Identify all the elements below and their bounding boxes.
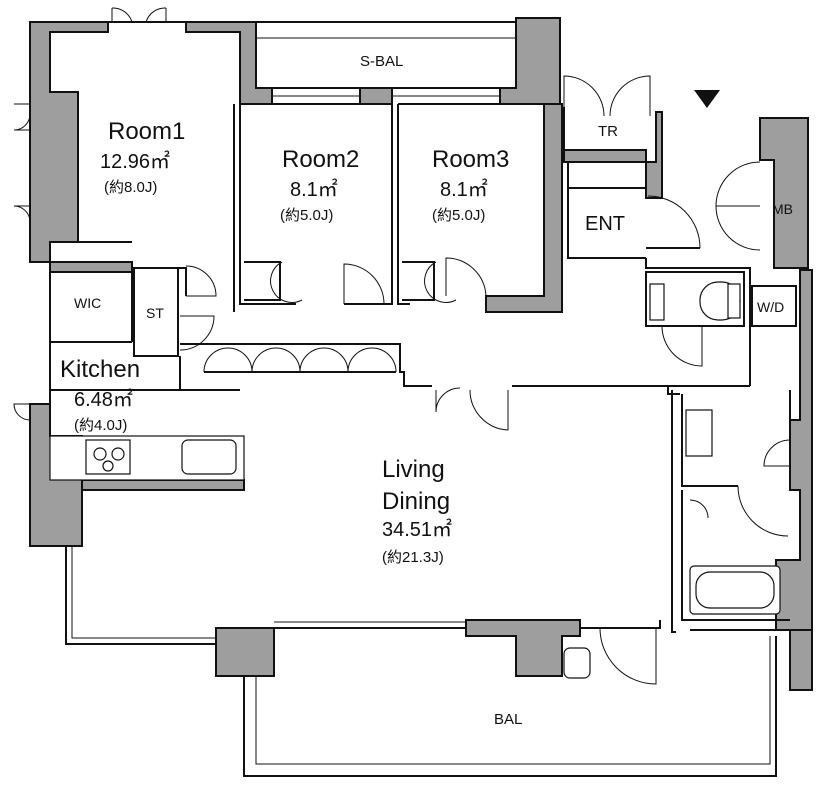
living-jo: (約21.3J) <box>382 549 444 566</box>
entrance-marker-icon <box>694 90 720 108</box>
fixtures <box>49 281 781 679</box>
room3-area: 8.1㎡ <box>440 179 488 201</box>
room2-area: 8.1㎡ <box>290 179 338 201</box>
living-name-line2: Dining <box>382 488 451 515</box>
kitchen-name: Kitchen <box>60 356 141 383</box>
wall-room3-right <box>485 103 563 313</box>
st-label: ST <box>146 305 164 321</box>
doors <box>13 7 791 685</box>
wall-bath-right-pillar <box>789 629 813 691</box>
room1-name: Room1 <box>108 118 186 145</box>
wall-tr <box>561 107 663 199</box>
room2-jo: (約5.0J) <box>280 207 334 224</box>
wic-label: WIC <box>74 295 102 311</box>
partitions <box>49 21 797 777</box>
wall-bottom-left-pillar <box>215 627 275 677</box>
ent-label: ENT <box>585 213 625 235</box>
wall-wic-top <box>49 261 133 273</box>
living-area: 34.51㎡ <box>382 519 453 541</box>
mb-label: MB <box>772 201 793 217</box>
structural-walls <box>29 17 813 691</box>
room1-area: 12.96㎡ <box>100 151 171 173</box>
tr-label: TR <box>598 123 618 140</box>
wall-sbal-right <box>499 17 561 105</box>
room2-name: Room2 <box>282 146 360 173</box>
outdoor-unit <box>563 647 591 679</box>
room3-name: Room3 <box>432 146 510 173</box>
wall-right-column <box>759 117 809 269</box>
s-bal-label: S-BAL <box>360 53 404 70</box>
wall-top-left <box>29 21 109 263</box>
room3-jo: (約5.0J) <box>432 207 486 224</box>
washbasin <box>685 409 713 457</box>
wall-right-bath <box>775 269 813 691</box>
wall-top-mid <box>185 21 273 105</box>
room1-jo: (約8.0J) <box>104 179 158 196</box>
wall-bottom-mid-pillar <box>465 619 581 677</box>
wall-kitchen-bottom <box>81 479 245 491</box>
toilet-sink <box>649 283 665 321</box>
wall-room2-room3 <box>359 87 393 105</box>
bal-label: BAL <box>494 711 523 728</box>
living-name-line1: Living <box>382 456 445 483</box>
wd-label: W/D <box>757 299 785 315</box>
kitchen-sink <box>181 439 237 475</box>
kitchen-area: 6.48㎡ <box>74 389 133 411</box>
kitchen-jo: (約4.0J) <box>74 417 128 434</box>
